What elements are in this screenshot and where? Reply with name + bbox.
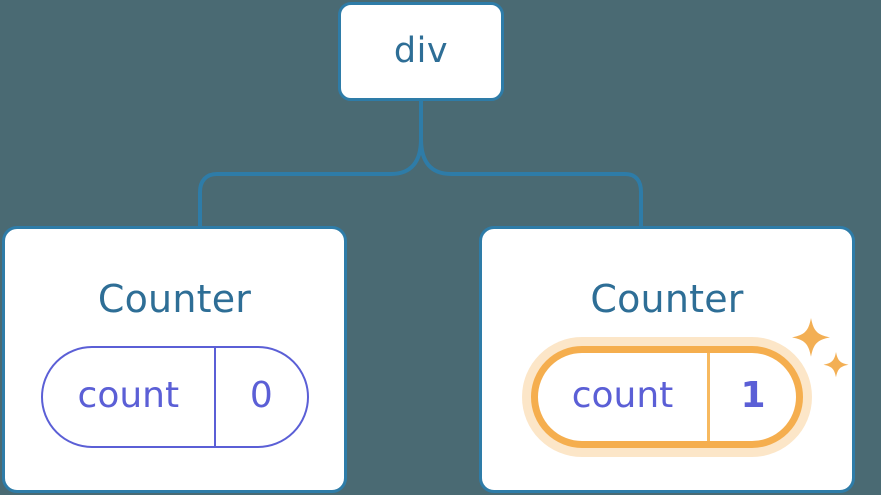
counter-left-state-wrap: count 0 (40, 346, 309, 448)
sparkle-small-icon (823, 352, 849, 378)
sparkle-large-icon (792, 318, 830, 357)
node-div-label: div (393, 31, 449, 71)
edge-root-to-counter-left (198, 137, 423, 228)
counter-left-state-pill[interactable]: count 0 (40, 346, 309, 448)
counter-right-state-wrap: count 1 (531, 318, 849, 448)
counter-right-state-pill[interactable]: count 1 (531, 346, 803, 448)
node-counter-left[interactable]: Counter count 0 (2, 226, 347, 493)
counter-right-state-key: count (538, 353, 710, 441)
counter-left-state-key: count (43, 348, 217, 446)
counter-left-state-value: 0 (249, 374, 273, 416)
counter-right-title: Counter (590, 277, 744, 321)
node-div[interactable]: div (338, 2, 504, 101)
counter-right-state-value: 1 (740, 374, 766, 416)
edge-root-to-counter-right (419, 137, 643, 228)
node-counter-right[interactable]: Counter count 1 (479, 226, 855, 493)
counter-left-title: Counter (97, 277, 252, 321)
